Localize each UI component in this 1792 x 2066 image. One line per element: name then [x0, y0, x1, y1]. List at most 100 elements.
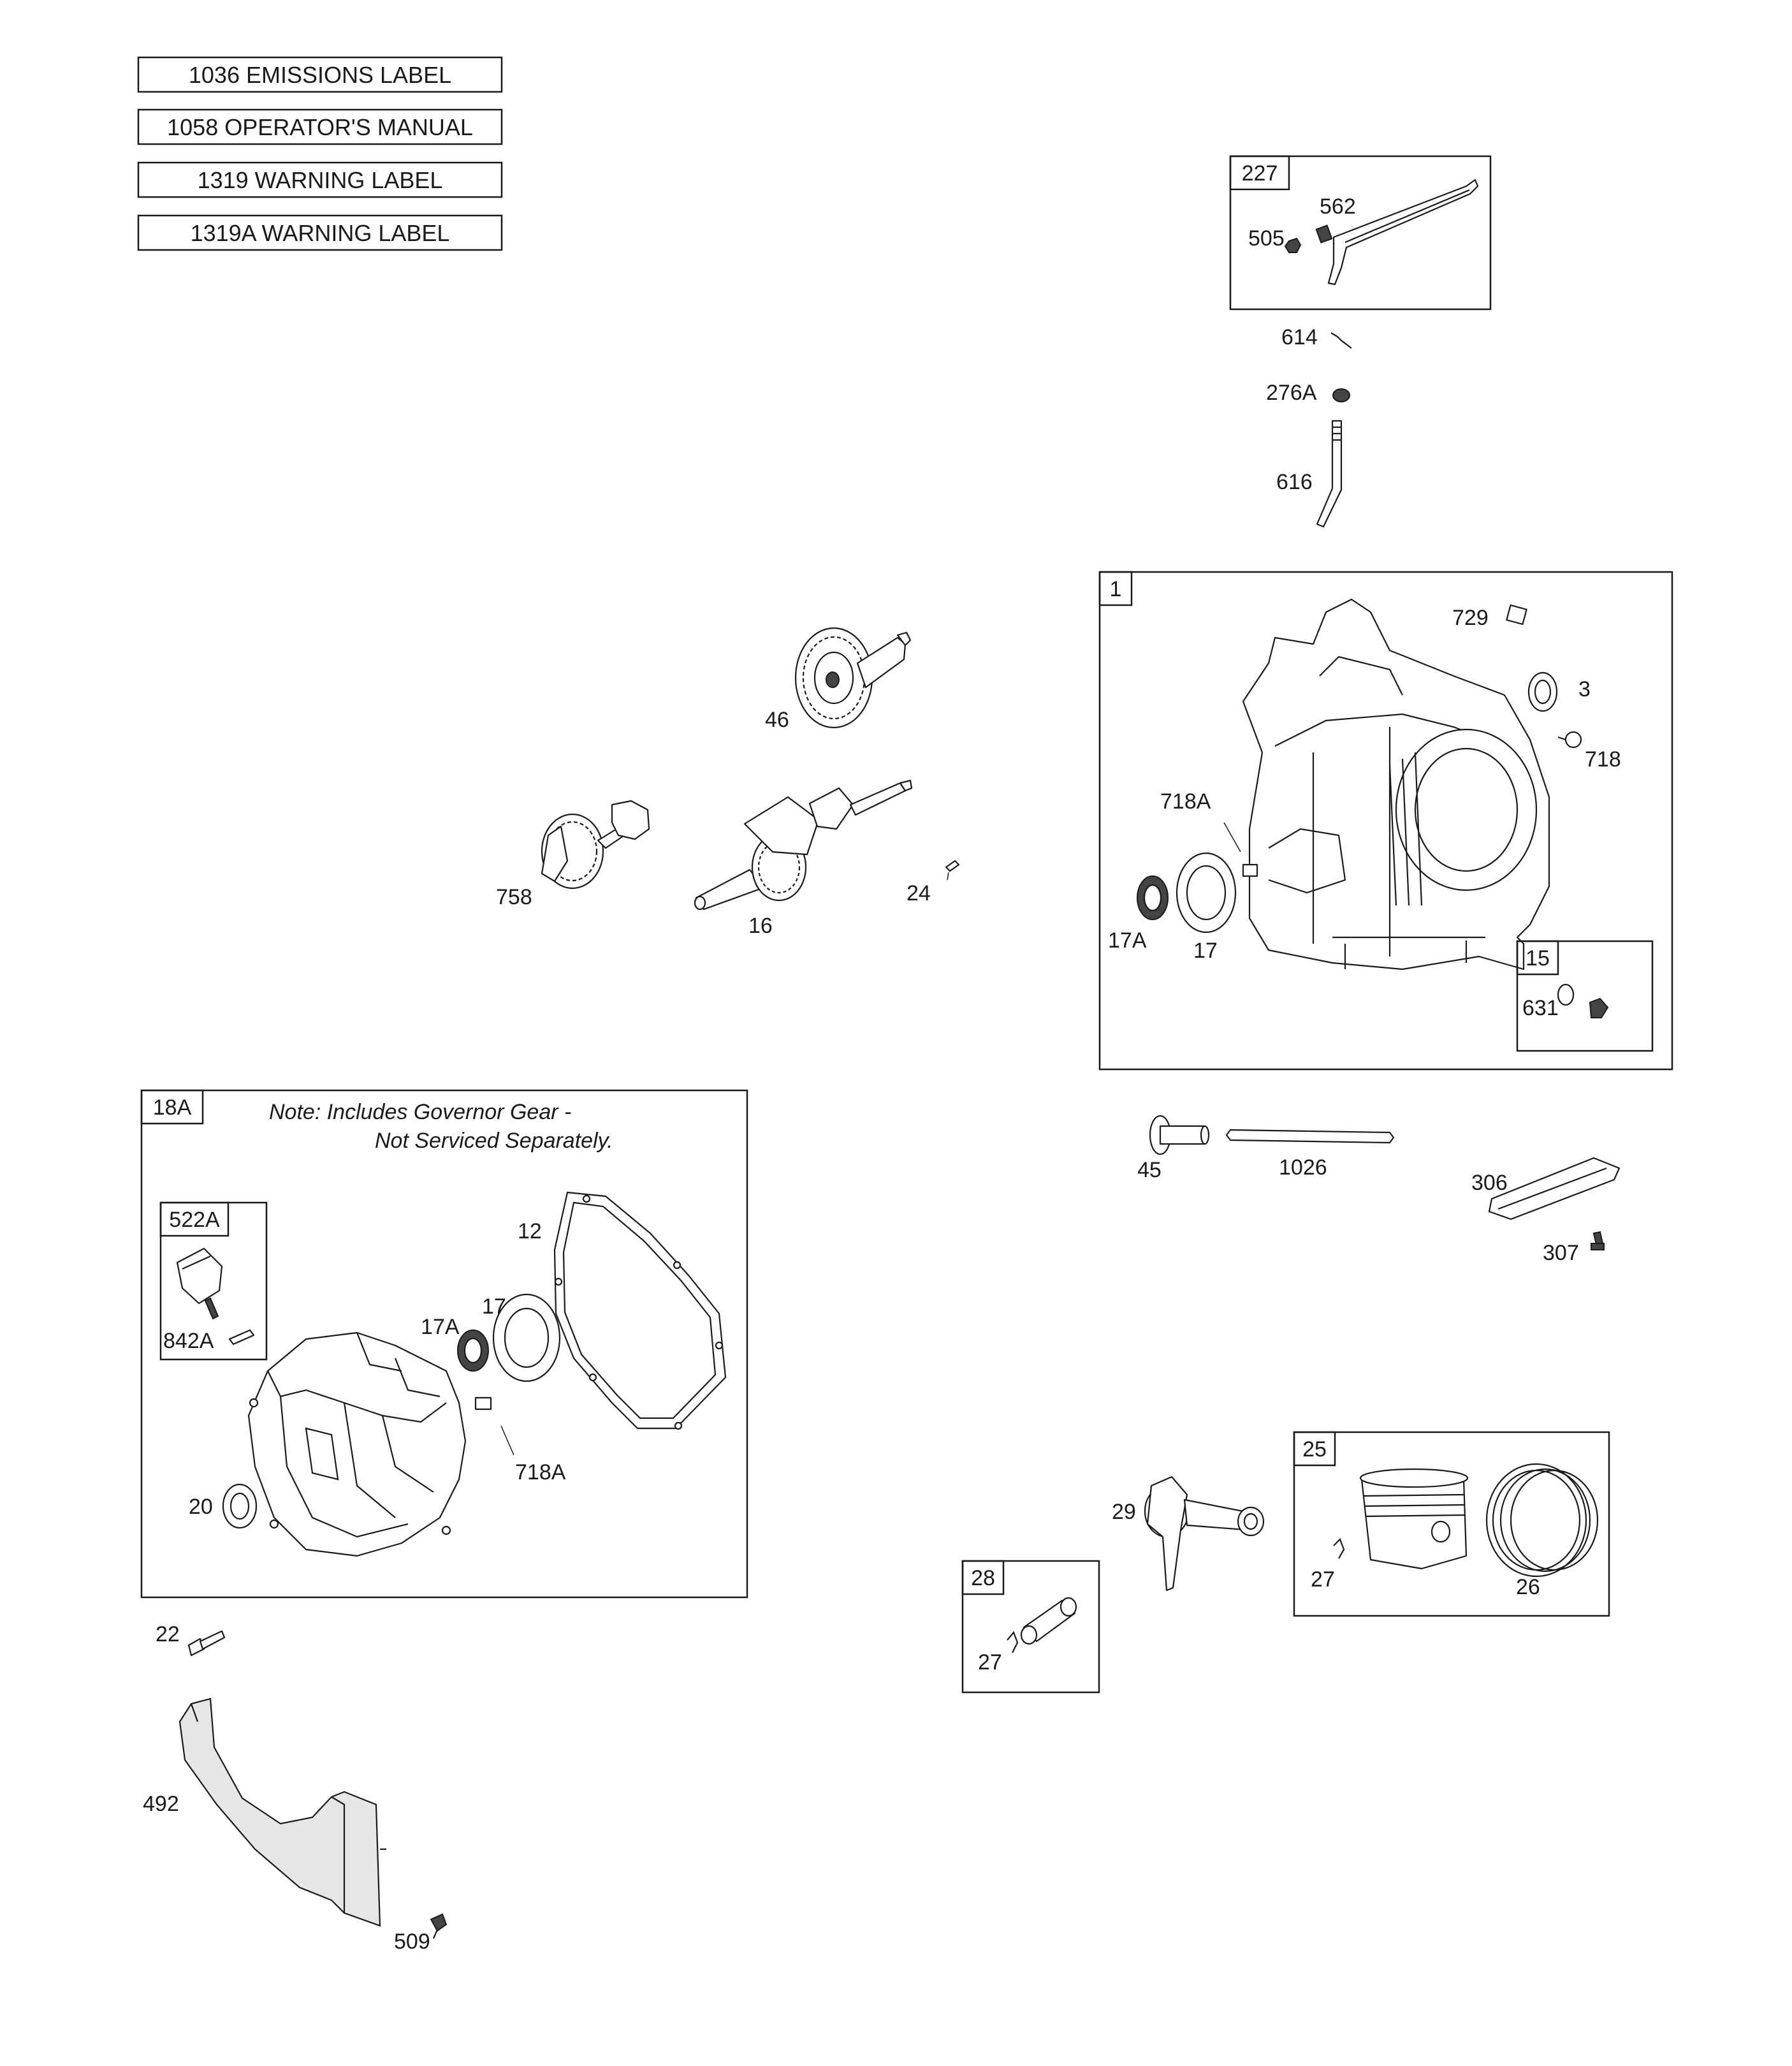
callout-46: 46: [765, 708, 789, 732]
governor-washer: [1332, 388, 1350, 402]
group-227-label: 227: [1242, 161, 1278, 186]
callout-17a-sump: 17A: [421, 1315, 460, 1339]
clamp-bolt: [1315, 224, 1333, 244]
callout-718: 718: [1585, 747, 1621, 772]
callout-509: 509: [394, 1930, 430, 1954]
spring-pin: [1330, 332, 1352, 349]
group-1-label: 1: [1110, 577, 1122, 601]
oil-seal-20: [222, 1483, 258, 1529]
callout-12: 12: [518, 1219, 542, 1243]
group-227-tag: [1229, 155, 1290, 191]
sump-cover: [247, 1331, 467, 1557]
crank-web: [743, 796, 820, 856]
callout-562: 562: [1320, 194, 1356, 219]
group-25-label: 25: [1302, 1437, 1327, 1462]
doc-box-emissions-label: [137, 56, 503, 93]
callout-17-block: 17: [1193, 939, 1218, 963]
callout-45: 45: [1137, 1158, 1162, 1182]
doc-box-warning-label: [137, 161, 503, 198]
valve-train-parts: 45 1026 306 307: [1137, 1115, 1621, 1265]
seal-842a: [228, 1329, 255, 1345]
crank-counterweight: [808, 787, 854, 830]
tappet-stem: [1159, 1125, 1206, 1145]
callout-27-pin: 27: [978, 1650, 1002, 1674]
group-15-label: 15: [1526, 946, 1550, 971]
governor-lever: [1327, 179, 1479, 286]
callout-307: 307: [1543, 1241, 1579, 1265]
group-18a: 18A Note: Includes Governor Gear - Not S…: [140, 1089, 748, 1599]
callout-616: 616: [1276, 470, 1313, 494]
doc-warning-label: 1319 WARNING LABEL: [198, 167, 443, 193]
group-1-frame: [1098, 571, 1673, 1071]
callout-22: 22: [156, 1622, 180, 1646]
note-line-1: Note: Includes Governor Gear -: [269, 1100, 571, 1124]
crankshaft-pto: [849, 782, 907, 816]
balance-shaft-assembly: 758: [496, 800, 650, 909]
camshaft-shaft: [856, 636, 907, 689]
group-227-frame: [1229, 155, 1492, 311]
key-24: 24: [907, 860, 960, 905]
dowel-718a-sump: [474, 1396, 492, 1410]
doc-box-warning-label-a: [137, 214, 503, 251]
callout-29: 29: [1112, 1500, 1136, 1524]
sump-fasteners: 22: [156, 1622, 226, 1657]
dowel-718: [1564, 731, 1582, 749]
group-25-tag: [1293, 1431, 1336, 1467]
note-line-2: Not Serviced Separately.: [375, 1129, 613, 1153]
group-18a-label: 18A: [153, 1095, 192, 1120]
guide-screw: [430, 1913, 448, 1932]
callout-718a-block: 718A: [1160, 789, 1211, 814]
rod-small-end: [1237, 1506, 1265, 1537]
washer-631: [1557, 983, 1575, 1006]
group-28-label: 28: [971, 1566, 995, 1590]
sump-gasket: [553, 1191, 727, 1430]
plug-729: [1506, 604, 1527, 626]
balance-shaft-flange: [611, 800, 650, 840]
group-1: 1 729 3 718 718A 17: [1098, 571, 1673, 1071]
doc-warning-label-a: 1319A WARNING LABEL: [191, 220, 450, 246]
lever-nut: [1284, 237, 1302, 253]
doc-box-operators-manual: [137, 108, 503, 145]
callout-614: 614: [1281, 325, 1318, 349]
piston-ring-1: [1485, 1463, 1587, 1578]
callout-718a-sump: 718A: [515, 1460, 566, 1484]
group-522a-tag: [159, 1201, 229, 1237]
callout-758: 758: [496, 885, 532, 909]
callout-729: 729: [1452, 606, 1489, 630]
group-28-tag: [961, 1560, 1005, 1595]
doc-emissions-label: 1036 EMISSIONS LABEL: [189, 62, 451, 88]
group-1-tag: [1098, 571, 1133, 606]
callout-3: 3: [1578, 677, 1591, 701]
group-227: 227 562 505: [1229, 155, 1492, 311]
callout-27-piston: 27: [1311, 1567, 1335, 1592]
sump-bolt-shank: [199, 1630, 226, 1650]
oil-sensor-probe: [204, 1297, 219, 1320]
rod-cap: [1146, 1476, 1188, 1592]
group-18a-frame: [140, 1089, 748, 1599]
callout-1026: 1026: [1279, 1155, 1327, 1180]
balance-weight: [541, 825, 569, 883]
callout-17-sump: 17: [482, 1294, 506, 1319]
group-28-frame: [961, 1560, 1100, 1694]
drain-plug: [1589, 997, 1609, 1018]
bearing-17-block: [1176, 852, 1237, 934]
document-list: 1036 EMISSIONS LABEL 1058 OPERATOR'S MAN…: [137, 56, 503, 251]
callout-842a: 842A: [163, 1329, 214, 1353]
oil-sensor-body: [176, 1247, 223, 1305]
group-28: 28 27: [961, 1560, 1100, 1694]
callout-26: 26: [1516, 1575, 1540, 1599]
bearing-17-sump: [492, 1293, 561, 1382]
callout-16: 16: [748, 914, 773, 938]
push-rod: [1225, 1129, 1395, 1144]
group-25-frame: [1293, 1431, 1610, 1617]
cylinder-bore: [1395, 728, 1538, 891]
group-15-frame: [1516, 940, 1654, 1052]
callout-631: 631: [1522, 996, 1559, 1020]
dowel-718a-block: [1242, 863, 1258, 877]
callout-20: 20: [189, 1495, 213, 1519]
oil-seal-3: [1527, 671, 1558, 712]
governor-shaft: [1316, 420, 1343, 528]
crank-key: [945, 860, 960, 872]
callout-24: 24: [907, 881, 931, 905]
